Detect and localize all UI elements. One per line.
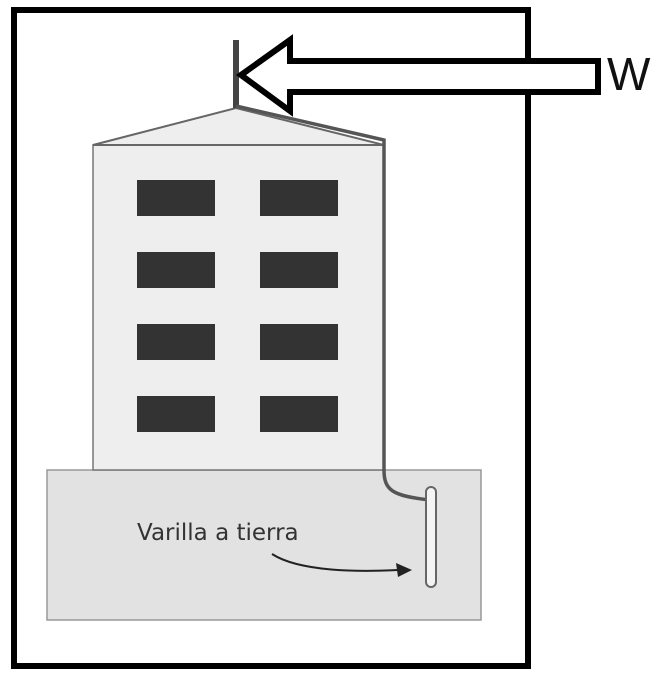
arrow-label: W <box>607 48 651 100</box>
window <box>137 252 215 288</box>
window <box>137 324 215 360</box>
lightning-rod-mast <box>233 40 239 108</box>
ground-rod <box>425 486 437 588</box>
window <box>260 396 338 432</box>
window <box>260 324 338 360</box>
ground-rod-pointer-arrow <box>271 553 399 572</box>
pointer-arrow <box>235 34 601 117</box>
building-windows <box>137 180 338 432</box>
building-roof <box>92 106 385 146</box>
down-conductor <box>235 104 431 502</box>
window <box>137 396 215 432</box>
window <box>260 252 338 288</box>
building-body <box>92 144 385 471</box>
window <box>260 180 338 216</box>
ground-rod-pointer-arrowhead <box>396 563 412 577</box>
window <box>137 180 215 216</box>
ground-rod-label: Varilla a tierra <box>137 520 299 546</box>
